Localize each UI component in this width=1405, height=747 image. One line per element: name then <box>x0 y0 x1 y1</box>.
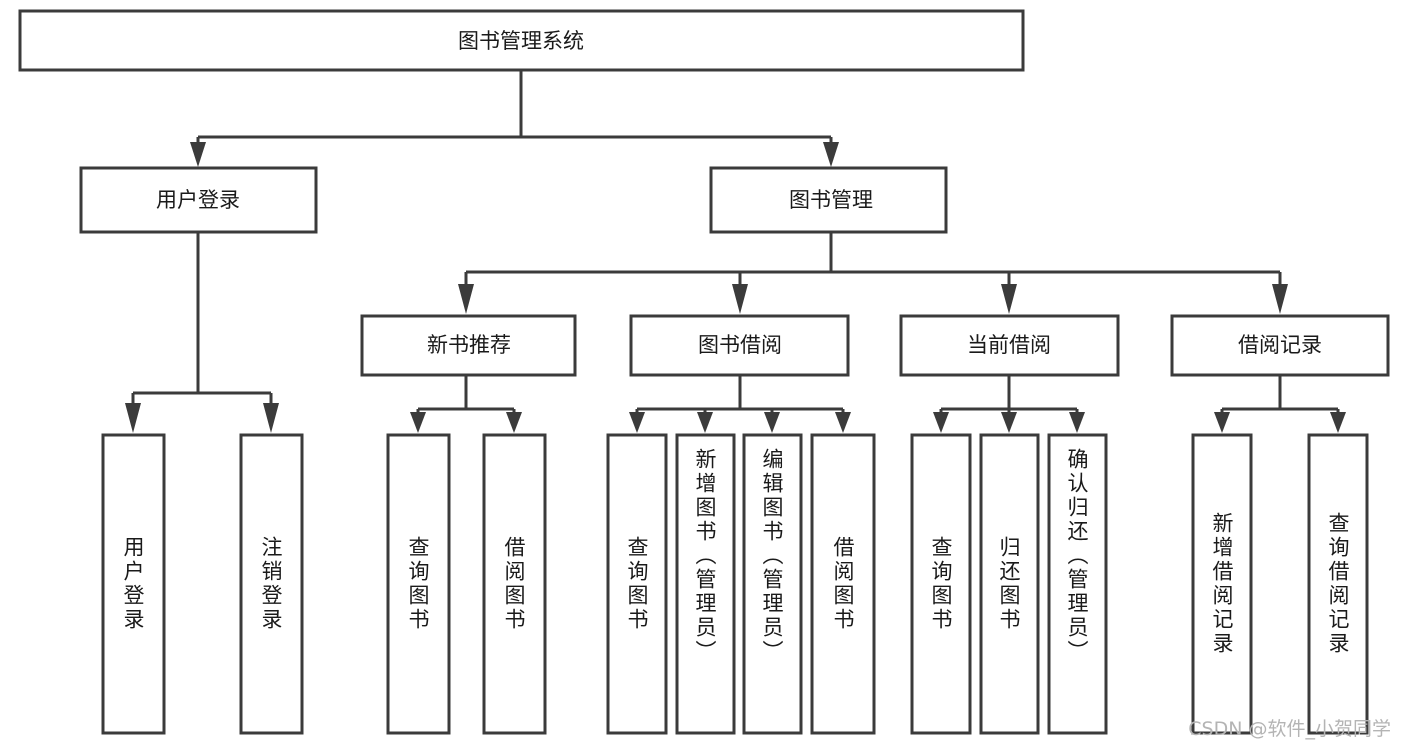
node-leaf-add-book-label: 新增图书（管理员） <box>693 448 717 664</box>
node-leaf-add-record-label: 新增借阅记录 <box>1210 512 1234 656</box>
arrowhead-book-borrow <box>732 284 748 314</box>
arrowhead-leaf-borrow-book-2 <box>835 412 851 433</box>
node-root-label: 图书管理系统 <box>458 29 584 53</box>
node-book-borrow-box[interactable] <box>629 314 850 377</box>
node-leaf-borrow-book-2[interactable]: 借阅图书 <box>810 433 876 735</box>
arrowhead-leaf-query-book-2 <box>629 412 645 433</box>
arrowhead-leaf-user-login <box>125 403 141 433</box>
connector-group-user-login-to-leaves <box>125 232 279 433</box>
arrowhead-borrow-record <box>1272 284 1288 314</box>
node-current-borrow-box[interactable] <box>899 314 1120 377</box>
node-leaf-logout-login-label: 注销登录 <box>259 536 283 632</box>
connector-group-new-book-recommend-to-leaves <box>410 375 522 433</box>
node-leaf-confirm-return-label: 确认归还（管理员） <box>1065 448 1089 664</box>
node-book-borrow-label: 图书借阅 <box>698 333 782 357</box>
node-new-book-recommend[interactable]: 新书推荐 <box>360 314 577 377</box>
node-leaf-query-book-1-label: 查询图书 <box>406 536 430 632</box>
node-current-borrow[interactable]: 当前借阅 <box>899 314 1120 377</box>
node-current-borrow-label: 当前借阅 <box>967 333 1051 357</box>
node-leaf-query-book-2[interactable]: 查询图书 <box>606 433 668 735</box>
node-leaf-borrow-book-1[interactable]: 借阅图书 <box>482 433 547 735</box>
node-leaf-add-book[interactable]: 新增图书（管理员） <box>675 433 736 735</box>
arrowhead-leaf-edit-book <box>764 412 780 433</box>
connector-group-current-borrow-to-leaves <box>933 375 1085 433</box>
connector-group-book-borrow-to-leaves <box>629 375 851 433</box>
connector-group-book-management-to-level3 <box>458 232 1288 314</box>
node-leaf-borrow-book-2-box[interactable] <box>810 433 876 735</box>
node-root-box[interactable] <box>18 9 1025 72</box>
node-leaf-add-record[interactable]: 新增借阅记录 <box>1191 433 1253 735</box>
node-leaf-add-book-box[interactable] <box>675 433 736 735</box>
arrowhead-leaf-add-record <box>1214 412 1230 433</box>
node-leaf-query-book-3-box[interactable] <box>910 433 972 735</box>
arrowhead-leaf-borrow-book-1 <box>506 412 522 433</box>
node-leaf-borrow-book-1-box[interactable] <box>482 433 547 735</box>
node-borrow-record[interactable]: 借阅记录 <box>1170 314 1390 377</box>
node-book-management-label: 图书管理 <box>789 188 873 212</box>
node-root[interactable]: 图书管理系统 <box>18 9 1025 72</box>
node-book-management[interactable]: 图书管理 <box>709 166 948 234</box>
node-leaf-query-book-1[interactable]: 查询图书 <box>386 433 451 735</box>
node-leaf-query-record-box[interactable] <box>1307 433 1369 735</box>
node-leaf-query-book-1-box[interactable] <box>386 433 451 735</box>
arrowhead-leaf-confirm-return <box>1069 412 1085 433</box>
node-leaf-edit-book[interactable]: 编辑图书（管理员） <box>742 433 803 735</box>
node-new-book-recommend-box[interactable] <box>360 314 577 377</box>
node-leaf-query-record-label: 查询借阅记录 <box>1326 512 1350 656</box>
arrowhead-leaf-return-book <box>1001 412 1017 433</box>
node-borrow-record-box[interactable] <box>1170 314 1390 377</box>
node-leaf-return-book-label: 归还图书 <box>997 536 1021 632</box>
arrowhead-leaf-query-book-1 <box>410 412 426 433</box>
arrowhead-leaf-query-record <box>1330 412 1346 433</box>
node-user-login-label: 用户登录 <box>156 188 240 212</box>
node-leaf-user-login-box[interactable] <box>101 433 166 735</box>
node-user-login[interactable]: 用户登录 <box>79 166 318 234</box>
node-leaf-query-book-3-label: 查询图书 <box>929 536 953 632</box>
node-leaf-query-book-3[interactable]: 查询图书 <box>910 433 972 735</box>
node-leaf-return-book-box[interactable] <box>979 433 1040 735</box>
node-leaf-logout-login-box[interactable] <box>239 433 304 735</box>
node-new-book-recommend-label: 新书推荐 <box>427 333 511 357</box>
node-leaf-query-record[interactable]: 查询借阅记录 <box>1307 433 1369 735</box>
node-leaf-edit-book-box[interactable] <box>742 433 803 735</box>
node-borrow-record-label: 借阅记录 <box>1238 333 1322 357</box>
node-leaf-edit-book-label: 编辑图书（管理员） <box>760 448 784 664</box>
node-book-management-box[interactable] <box>709 166 948 234</box>
node-leaf-logout-login[interactable]: 注销登录 <box>239 433 304 735</box>
node-leaf-user-login-label: 用户登录 <box>121 536 145 632</box>
arrowhead-leaf-query-book-3 <box>933 412 949 433</box>
node-user-login-box[interactable] <box>79 166 318 234</box>
node-leaf-query-book-2-box[interactable] <box>606 433 668 735</box>
arrowhead-book-management <box>823 142 839 167</box>
arrowhead-user-login <box>190 142 206 167</box>
arrowhead-new-book-recommend <box>458 284 474 314</box>
arrowhead-leaf-logout-login <box>263 403 279 433</box>
node-book-borrow[interactable]: 图书借阅 <box>629 314 850 377</box>
node-leaf-user-login[interactable]: 用户登录 <box>101 433 166 735</box>
arrowhead-current-borrow <box>1001 284 1017 314</box>
connector-group-root-to-level2 <box>190 70 839 167</box>
node-leaf-return-book[interactable]: 归还图书 <box>979 433 1040 735</box>
node-leaf-query-book-2-label: 查询图书 <box>625 536 649 632</box>
node-leaf-add-record-box[interactable] <box>1191 433 1253 735</box>
node-leaf-confirm-return[interactable]: 确认归还（管理员） <box>1047 433 1108 735</box>
node-leaf-confirm-return-box[interactable] <box>1047 433 1108 735</box>
node-leaf-borrow-book-1-label: 借阅图书 <box>502 536 526 632</box>
node-leaf-borrow-book-2-label: 借阅图书 <box>831 536 855 632</box>
arrowhead-leaf-add-book <box>697 412 713 433</box>
connector-group-borrow-record-to-leaves <box>1214 375 1346 433</box>
